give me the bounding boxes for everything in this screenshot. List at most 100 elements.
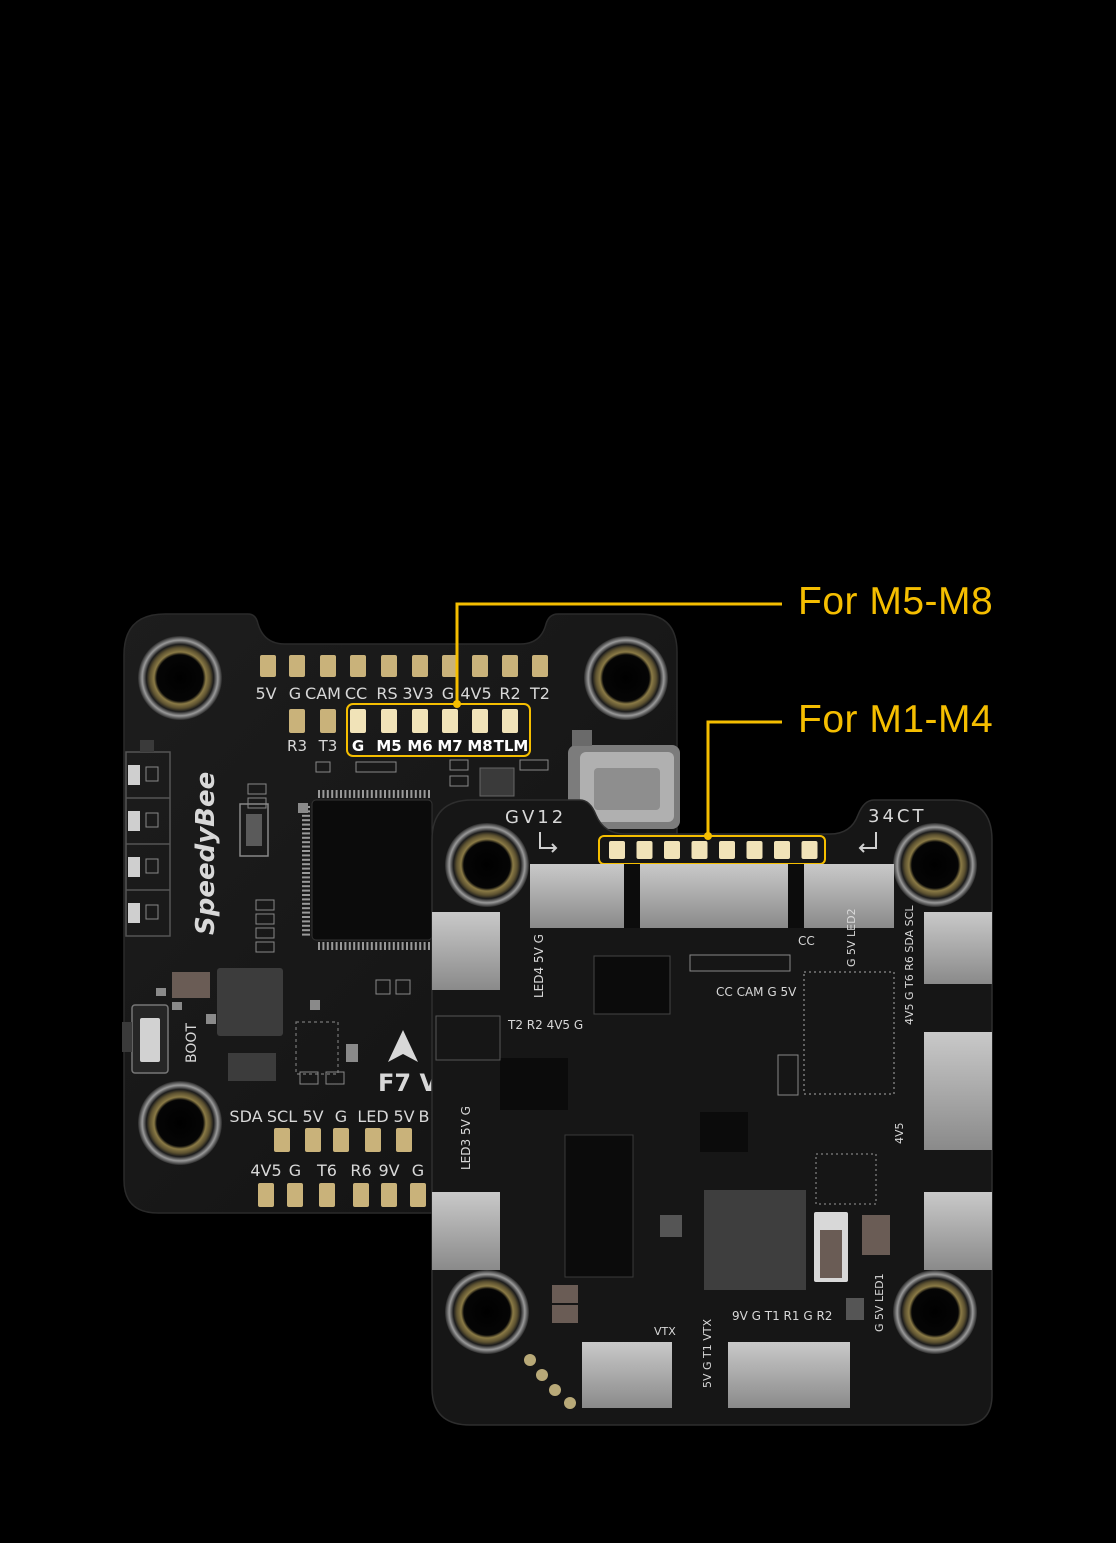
esc-motor-pad [719,841,735,859]
fc-bottom2-pad-label: 9V [378,1161,399,1180]
fc-top-pad-label: CC [345,684,367,703]
esc-label-cc-cam: CC CAM G 5V [716,985,797,999]
fc-second-pad [289,709,305,733]
esc-motor-pad [774,841,790,859]
esc-mounting-hole-bl [445,1270,529,1354]
esc-board: GV12 34CT [431,799,993,1426]
mounting-hole-tl [138,636,222,720]
esc-side-connectors [432,912,992,1408]
fc-second-pad-label: TLM [494,737,529,755]
fc-top-pad-label: RS [376,684,397,703]
fc-second-pad [320,709,336,733]
fc-bottom2-pad [381,1183,397,1207]
esc-top-connectors [530,864,894,928]
esc-label-4v5: 4V5 [893,1122,906,1144]
mounting-hole-bl [138,1081,222,1165]
callout-m5-m8: For M5-M8 [798,580,994,623]
fc-bottom-pad-label: SDA [229,1107,262,1126]
esc-top-left-label: GV12 [505,807,566,828]
esc-label-led3: LED3 5V G [459,1106,473,1170]
fc-bottom-pad [274,1128,290,1152]
esc-label-uart: 4V5 G T6 R6 SDA SCL [903,905,916,1025]
fc-top-pad [412,655,428,677]
fc-bottom2-pad-label: G [289,1161,301,1180]
esc-mounting-hole-tr [893,823,977,907]
boot-label: BOOT [184,1023,200,1063]
fc-top-pad-label: 4V5 [460,684,491,703]
highlight-m5-m8 [346,703,531,757]
fc-bottom2-pad-label: T6 [316,1161,337,1180]
esc-top-right-label: 34CT [868,806,926,827]
fc-top-pad [381,655,397,677]
fc-second-pad-label: R3 [287,737,307,755]
esc-mounting-hole-br [893,1270,977,1354]
esc-label-t2-r2: T2 R2 4V5 G [507,1018,583,1032]
fc-bottom-pad [365,1128,381,1152]
fc-side-connectors [125,740,171,937]
esc-label-cc: CC [798,934,815,948]
fc-bottom2-pad [353,1183,369,1207]
fc-bottom-pad-label: 5V [393,1107,414,1126]
fc-model-text: F7 V [378,1069,438,1097]
fc-bottom-pad [333,1128,349,1152]
fc-second-pad [381,709,397,733]
fc-bottom-pad-row [274,1128,412,1152]
fc-second-pad [350,709,366,733]
fc-second-pad-label: M5 [376,737,401,755]
fc-bottom-pad [396,1128,412,1152]
fc-top-pad [320,655,336,677]
fc-top-pad-label: T2 [529,684,550,703]
fc-top-pad-label: 5V [255,684,276,703]
fc-top-pad-label: CAM [305,684,341,703]
fc-bottom2-pad [410,1183,426,1207]
fc-bottom2-pad-label: G [412,1161,424,1180]
fc-top-pad [442,655,458,677]
esc-label-led2: G 5V LED2 [845,908,858,967]
callout-lines [453,602,782,840]
fc-top-pad [532,655,548,677]
esc-motor-pad [746,841,763,859]
arrow-down-right-icon [539,832,558,853]
fc-second-pad [472,709,488,733]
esc-label-led4: LED4 5V G [532,934,546,998]
fc-top-pad-label: G [289,684,301,703]
fc-top-pad [289,655,305,677]
esc-motor-pad [691,841,708,859]
mounting-hole-tr [584,636,668,720]
esc-motor-pad [636,841,653,859]
fc-bottom-pad-label: SCL [267,1107,297,1126]
fc-second-pad [442,709,458,733]
usb-c-port [568,730,680,829]
fc-bottom-pad-label: 5V [302,1107,323,1126]
direction-arrow-icon [388,1030,418,1062]
fc-top-pad [472,655,488,677]
esc-label-bottom-vertical: 5V G T1 VTX [701,1319,714,1388]
fc-bottom-pad [305,1128,321,1152]
esc-label-bottom-right: 9V G T1 R1 G R2 [732,1309,832,1323]
esc-label-vtx: VTX [654,1325,676,1338]
fc-bottom2-pad-label: R6 [350,1161,371,1180]
esc-motor-pad [801,841,818,859]
fc-second-pad-row [289,709,518,733]
callout-m1-m4: For M1-M4 [798,698,994,741]
fc-top-pad [260,655,276,677]
fc-second-pad-label: T3 [318,737,338,755]
esc-silkscreen: LED4 5V G CC CAM G 5V T2 R2 4V5 G G 5V L… [459,905,916,1388]
fc-top-pad [502,655,518,677]
fc-bottom-pad-label: G [335,1107,347,1126]
fc-second-pad-label: M7 [437,737,462,755]
fc-second-pad [412,709,428,733]
esc-components [435,954,895,1409]
fc-top-pad-row [260,655,548,677]
esc-mounting-hole-tl [445,823,529,907]
esc-motor-pad [664,841,680,859]
fc-bottom2-pad [258,1183,274,1207]
fc-second-pad-label: G [352,737,364,755]
fc-bottom-pad-label: B [419,1107,430,1126]
